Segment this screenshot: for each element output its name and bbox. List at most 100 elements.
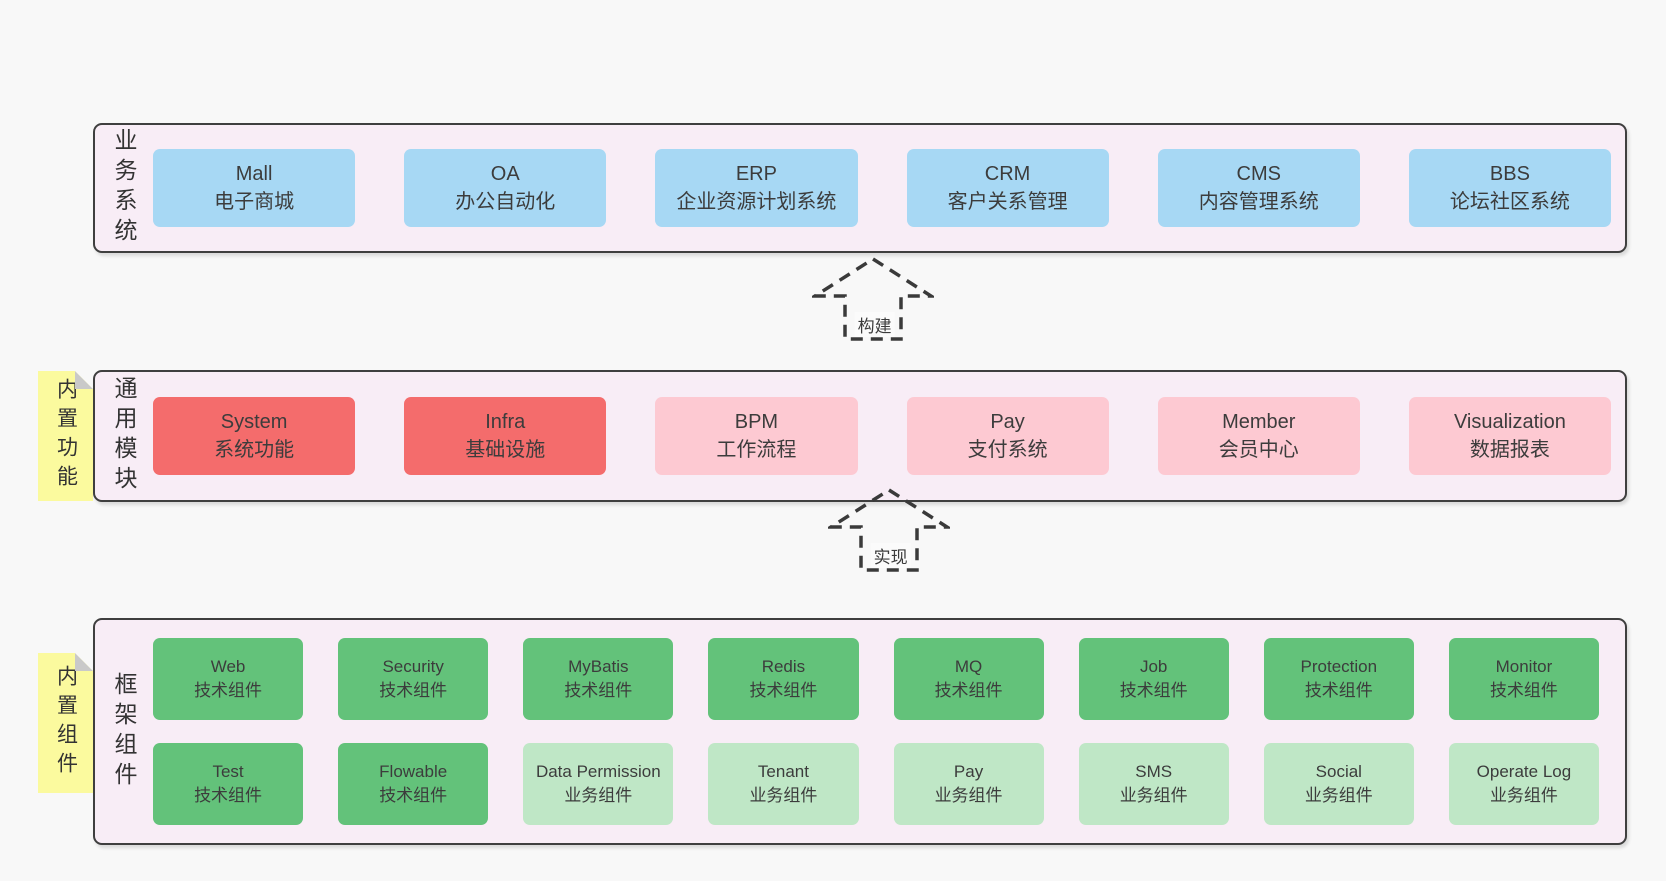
up-arrow-icon [812, 256, 934, 341]
box-subtitle: 技术组件 [934, 681, 1003, 700]
folded-corner-icon [75, 653, 93, 671]
box-member: Member 会员中心 [1157, 397, 1360, 475]
box-flowable: Flowable 技术组件 [338, 743, 489, 825]
box-subtitle: 企业资源计划系统 [676, 191, 837, 213]
box-subtitle: 业务组件 [1304, 786, 1373, 805]
box-title: Pay [953, 762, 984, 782]
box-pay-module: Pay 支付系统 [906, 397, 1109, 475]
box-subtitle: 技术组件 [194, 786, 263, 805]
box-monitor: Monitor 技术组件 [1448, 638, 1599, 720]
box-job: Job 技术组件 [1078, 638, 1229, 720]
box-title: Job [1139, 657, 1168, 677]
box-title: MQ [954, 657, 983, 677]
build-arrow-label: 构建 [854, 312, 895, 337]
box-title: Member [1222, 410, 1296, 433]
framework-components-layer: 框架组件 Web 技术组件 Security 技术组件 MyBatis 技术组件… [93, 618, 1627, 845]
box-subtitle: 技术组件 [749, 681, 818, 700]
box-title: MyBatis [568, 657, 629, 677]
box-title: Infra [485, 410, 526, 433]
box-title: CRM [984, 162, 1031, 185]
box-protection: Protection 技术组件 [1263, 638, 1414, 720]
box-title: Operate Log [1476, 762, 1572, 782]
box-subtitle: 数据报表 [1469, 439, 1550, 461]
box-subtitle: 技术组件 [1304, 681, 1373, 700]
box-web: Web 技术组件 [153, 638, 304, 720]
box-subtitle: 系统功能 [214, 439, 295, 461]
box-mq: MQ 技术组件 [893, 638, 1044, 720]
box-infra: Infra 基础设施 [404, 397, 607, 475]
box-visualization: Visualization 数据报表 [1408, 397, 1611, 475]
box-bbs: BBS 论坛社区系统 [1408, 149, 1611, 227]
box-subtitle: 业务组件 [934, 786, 1003, 805]
box-security: Security 技术组件 [338, 638, 489, 720]
implement-arrow-label: 实现 [870, 543, 911, 568]
box-subtitle: 技术组件 [379, 681, 448, 700]
box-test: Test 技术组件 [153, 743, 304, 825]
box-subtitle: 技术组件 [194, 681, 263, 700]
box-subtitle: 业务组件 [564, 786, 633, 805]
business-systems-layer: 业务系统 Mall 电子商城 OA 办公自动化 ERP 企业资源计划系统 CRM… [93, 123, 1627, 253]
box-subtitle: 会员中心 [1218, 439, 1299, 461]
box-title: Mall [235, 162, 273, 185]
box-bpm: BPM 工作流程 [655, 397, 858, 475]
build-arrow: 构建 [812, 256, 934, 342]
box-subtitle: 支付系统 [967, 439, 1048, 461]
box-subtitle: 内容管理系统 [1198, 191, 1319, 213]
implement-arrow: 实现 [828, 487, 950, 573]
box-sms: SMS 业务组件 [1078, 743, 1229, 825]
framework-components-label: 框架组件 [111, 671, 137, 792]
box-title: Tenant [757, 762, 809, 782]
box-mybatis: MyBatis 技术组件 [523, 638, 674, 720]
framework-components-box-grid: Web 技术组件 Security 技术组件 MyBatis 技术组件 Redi… [153, 620, 1599, 843]
box-subtitle: 技术组件 [379, 786, 448, 805]
box-subtitle: 技术组件 [1119, 681, 1188, 700]
built-in-components-tag: 内置组件 [38, 653, 93, 793]
box-title: SMS [1135, 762, 1173, 782]
box-title: CMS [1236, 162, 1281, 185]
box-redis: Redis 技术组件 [708, 638, 859, 720]
box-subtitle: 技术组件 [564, 681, 633, 700]
box-subtitle: 业务组件 [749, 786, 818, 805]
box-subtitle: 客户关系管理 [947, 191, 1068, 213]
box-subtitle: 论坛社区系统 [1449, 191, 1570, 213]
built-in-features-tag: 内置功能 [38, 371, 93, 501]
box-title: BPM [734, 410, 779, 433]
box-title: Redis [761, 657, 806, 677]
box-oa: OA 办公自动化 [404, 149, 607, 227]
box-title: Data Permission [535, 762, 661, 782]
box-title: OA [490, 162, 520, 185]
box-title: Pay [990, 410, 1025, 433]
up-arrow-icon [828, 487, 950, 572]
box-data-permission: Data Permission 业务组件 [523, 743, 674, 825]
box-subtitle: 业务组件 [1489, 786, 1558, 805]
box-mall: Mall 电子商城 [153, 149, 356, 227]
business-systems-label: 业务系统 [111, 128, 137, 248]
box-pay-component: Pay 业务组件 [893, 743, 1044, 825]
box-subtitle: 办公自动化 [455, 191, 556, 213]
box-cms: CMS 内容管理系统 [1157, 149, 1360, 227]
box-title: Security [382, 657, 444, 677]
box-title: Web [210, 657, 246, 677]
box-subtitle: 技术组件 [1489, 681, 1558, 700]
common-modules-box-row: System 系统功能 Infra 基础设施 BPM 工作流程 Pay 支付系统… [153, 372, 1611, 500]
box-subtitle: 工作流程 [716, 439, 797, 461]
box-title: Protection [1300, 657, 1378, 677]
business-systems-box-row: Mall 电子商城 OA 办公自动化 ERP 企业资源计划系统 CRM 客户关系… [153, 125, 1611, 251]
box-title: Test [212, 762, 244, 782]
common-modules-layer: 通用模块 System 系统功能 Infra 基础设施 BPM 工作流程 Pay… [93, 370, 1627, 502]
box-title: ERP [735, 162, 777, 185]
box-system: System 系统功能 [153, 397, 356, 475]
box-title: System [220, 410, 288, 433]
box-title: Social [1315, 762, 1362, 782]
box-title: Flowable [379, 762, 448, 782]
box-subtitle: 基础设施 [465, 439, 546, 461]
box-title: BBS [1489, 162, 1530, 185]
folded-corner-icon [75, 371, 93, 389]
box-erp: ERP 企业资源计划系统 [655, 149, 858, 227]
box-title: Visualization [1453, 410, 1566, 433]
box-operate-log: Operate Log 业务组件 [1448, 743, 1599, 825]
box-subtitle: 电子商城 [214, 191, 295, 213]
box-tenant: Tenant 业务组件 [708, 743, 859, 825]
box-social: Social 业务组件 [1263, 743, 1414, 825]
box-title: Monitor [1495, 657, 1553, 677]
